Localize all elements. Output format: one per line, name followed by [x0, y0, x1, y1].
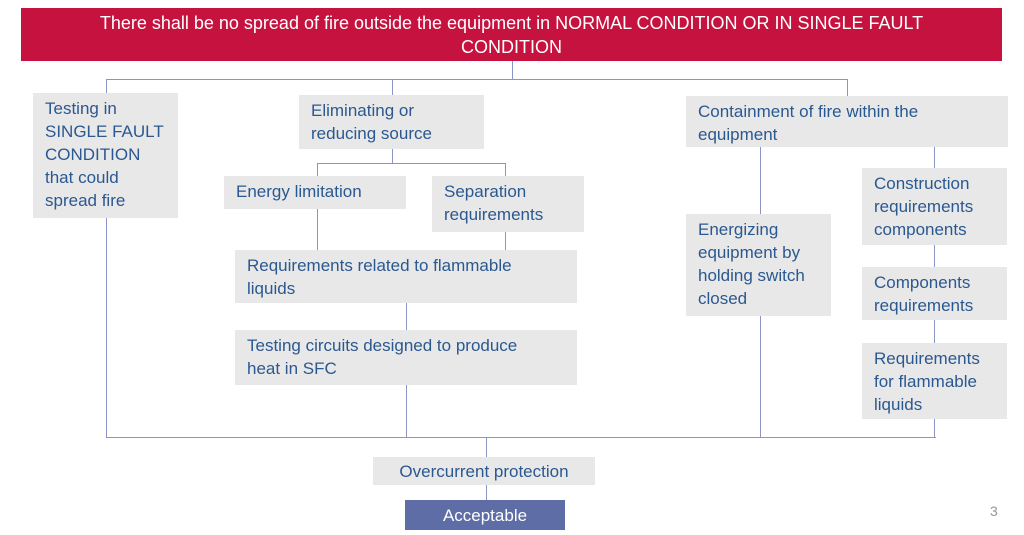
node-separation-requirements: Separation requirements — [432, 176, 584, 232]
connector-line — [317, 209, 318, 250]
node-construction-requirements-components: Construction requirements components — [862, 168, 1007, 245]
node-energy-limitation: Energy limitation — [224, 176, 406, 209]
connector-line — [486, 485, 487, 500]
page-number: 3 — [990, 503, 998, 519]
banner-title: There shall be no spread of fire outside… — [21, 8, 1002, 61]
connector-line — [934, 419, 935, 437]
connector-line — [392, 149, 393, 163]
node-acceptable: Acceptable — [405, 500, 565, 530]
connector-line — [934, 245, 935, 267]
connector-line — [934, 147, 935, 168]
node-overcurrent-protection: Overcurrent protection — [373, 457, 595, 485]
node-components-requirements: Components requirements — [862, 267, 1007, 320]
node-requirements-for-flammable-liquids: Requirements for flammable liquids — [862, 343, 1007, 419]
connector-line — [934, 320, 935, 343]
connector-line — [505, 232, 506, 250]
connector-line — [106, 218, 107, 437]
node-testing-single-fault-condition: Testing in SINGLE FAULT CONDITION that c… — [33, 93, 178, 218]
connector-line — [760, 316, 761, 437]
connector-line — [106, 79, 848, 80]
connector-line — [512, 61, 513, 79]
node-requirements-related-flammable-liquids: Requirements related to flammable liquid… — [235, 250, 577, 303]
node-eliminating-or-reducing-source: Eliminating or reducing source — [299, 95, 484, 149]
connector-line — [486, 437, 487, 457]
connector-line — [406, 385, 407, 437]
connector-line — [106, 437, 936, 438]
connector-line — [392, 79, 393, 95]
connector-line — [106, 79, 107, 93]
connector-line — [847, 79, 848, 96]
node-testing-circuits-heat-sfc: Testing circuits designed to produce hea… — [235, 330, 577, 385]
connector-line — [317, 163, 318, 176]
connector-line — [406, 303, 407, 330]
node-containment-of-fire: Containment of fire within the equipment — [686, 96, 1008, 147]
connector-line — [505, 163, 506, 176]
node-energizing-equipment-holding-switch: Energizing equipment by holding switch c… — [686, 214, 831, 316]
connector-line — [317, 163, 505, 164]
connector-line — [760, 147, 761, 214]
